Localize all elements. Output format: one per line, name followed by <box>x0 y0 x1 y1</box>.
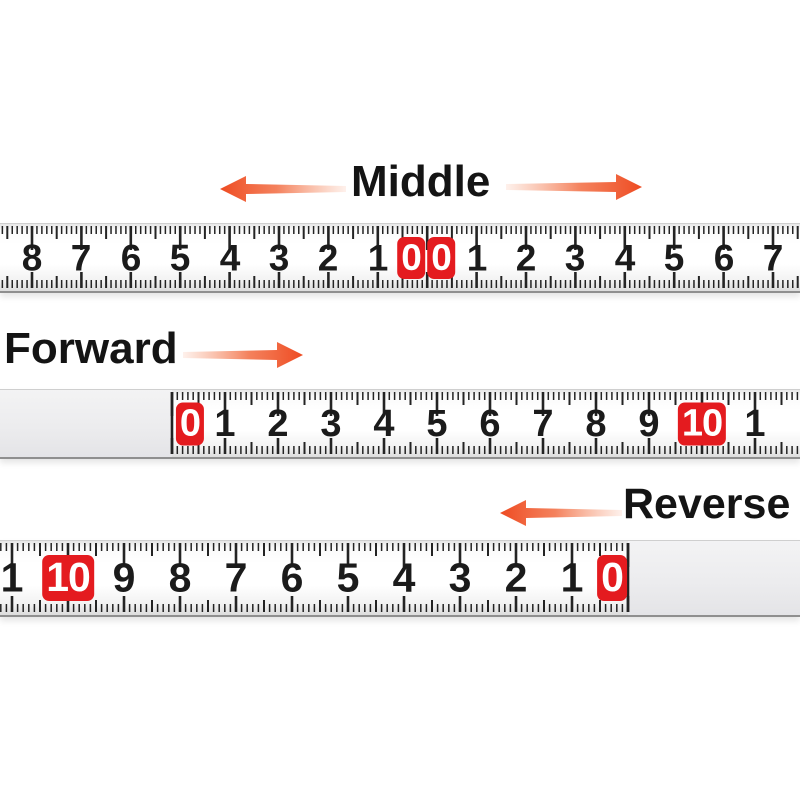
ruler-number: 1 <box>214 402 236 445</box>
forward-scale-label: Forward <box>4 324 178 373</box>
ruler-ticks <box>1 226 799 288</box>
ruler-number: 1 <box>367 237 389 278</box>
reverse-scale-label: Reverse <box>623 480 791 528</box>
ruler-number: 2 <box>504 554 528 601</box>
ruler-number: 9 <box>112 554 136 601</box>
ruler-number: 9 <box>638 402 660 445</box>
ruler-number: 6 <box>713 237 735 278</box>
ruler-number: 8 <box>21 237 43 278</box>
ruler-number: 8 <box>168 554 192 601</box>
reverse-arrow-icon <box>500 499 622 527</box>
ruler-number: 5 <box>169 237 191 278</box>
ruler-number: 8 <box>585 402 607 445</box>
ruler-number: 5 <box>426 402 448 445</box>
ruler-number: 2 <box>267 402 289 445</box>
middle-left-arrow-icon <box>220 175 346 203</box>
tape-blank-section <box>628 541 800 615</box>
ruler-number: 4 <box>392 554 416 601</box>
ruler-number: 5 <box>336 554 360 601</box>
ruler-number: 7 <box>70 237 92 278</box>
ruler-number: 4 <box>614 237 636 278</box>
ruler-number: 1 <box>466 237 488 278</box>
ruler-number: 6 <box>280 554 304 601</box>
ruler-number-highlight: 10 <box>677 402 727 445</box>
ruler-number: 7 <box>532 402 554 445</box>
ruler-number-highlight: 10 <box>42 555 94 601</box>
middle-scale-label: Middle <box>351 157 491 206</box>
ruler-number: 2 <box>515 237 537 278</box>
ruler-number: 7 <box>224 554 248 601</box>
ruler-number: 4 <box>373 402 395 445</box>
tape-blank-section <box>0 390 172 457</box>
ruler-number: 7 <box>762 237 784 278</box>
ruler-number: 6 <box>120 237 142 278</box>
ruler-number: 1 <box>0 554 24 601</box>
ruler-number: 1 <box>744 402 766 445</box>
ruler-number: 3 <box>268 237 290 278</box>
ruler-number: 2 <box>317 237 339 278</box>
ruler-number: 5 <box>663 237 685 278</box>
ruler-number: 1 <box>560 554 584 601</box>
forward-arrow-icon <box>183 341 303 369</box>
ruler-ticks <box>170 392 799 454</box>
ruler-number-highlight: 0 <box>397 236 425 279</box>
ruler-number-highlight: 0 <box>597 555 627 601</box>
middle-right-arrow-icon <box>506 173 642 201</box>
ruler-number: 3 <box>564 237 586 278</box>
ruler-number-highlight: 0 <box>427 236 455 279</box>
ruler-number: 3 <box>320 402 342 445</box>
ruler-ticks <box>0 543 630 612</box>
ruler-number: 6 <box>479 402 501 445</box>
ruler-number: 4 <box>219 237 241 278</box>
ruler-number-highlight: 0 <box>175 402 205 445</box>
ruler-number: 3 <box>448 554 472 601</box>
